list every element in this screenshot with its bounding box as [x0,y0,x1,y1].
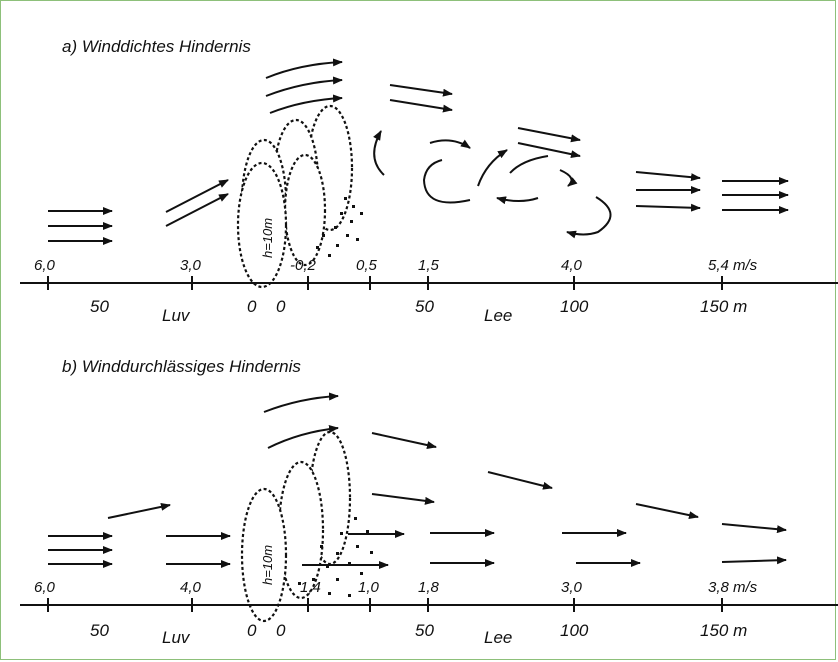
axis-label: 150 m [700,297,747,316]
panel-a-title: a) Winddichtes Hindernis [62,37,251,56]
axis-label: 50 [415,297,434,316]
axis-label: 100 [560,621,589,640]
panel-a-bushes [236,104,354,289]
speed-label: 1,0 [358,579,380,596]
axis-label-luv: Luv [162,306,191,325]
panel-a-axis-labels: 50 Luv 0 0 50 Lee 100 150 m [90,297,747,325]
panel-b-bushes [240,430,352,623]
axis-label: 50 [415,621,434,640]
axis-label: 0 [276,297,286,316]
axis-label: 0 [247,621,257,640]
speed-label: 1,5 [418,257,440,274]
speed-label: 4,0 [180,579,202,596]
axis-label: 100 [560,297,589,316]
axis-label: 150 m [700,621,747,640]
speed-label: 1,8 [418,579,440,596]
speed-label: 3,0 [180,257,202,274]
panel-a-lee-dots [316,197,363,257]
speed-label: 5,4 m/s [708,257,758,274]
panel-b-height-label: h=10m [260,545,275,585]
panel-a-height-label: h=10m [260,218,275,258]
panel-b-ticks [47,598,723,612]
axis-label-lee: Lee [484,306,512,325]
panel-a-speed-labels: 6,0 3,0 -0,2 0,5 1,5 4,0 5,4 m/s [34,257,758,274]
panel-a-wind-arrows [48,58,789,245]
axis-label: 0 [247,297,257,316]
speed-label: 6,0 [34,257,56,274]
speed-label: 3,0 [561,579,583,596]
panel-b-title: b) Winddurchlässiges Hindernis [62,357,301,376]
speed-label: 0,5 [356,257,378,274]
axis-label: 50 [90,297,109,316]
speed-label: 4,0 [561,257,583,274]
speed-label: 1,4 [300,579,321,596]
speed-label: -0,2 [290,257,317,274]
speed-label: 3,8 m/s [708,579,758,596]
axis-label: 50 [90,621,109,640]
panel-b-wind-arrows [48,392,787,569]
speed-label: 6,0 [34,579,56,596]
panel-a-ticks [47,276,723,290]
panel-b-speed-labels: 6,0 4,0 1,4 1,0 1,8 3,0 3,8 m/s [34,579,758,596]
panel-b-axis-labels: 50 Luv 0 0 50 Lee 100 150 m [90,621,747,647]
axis-label-luv: Luv [162,628,191,647]
axis-label: 0 [276,621,286,640]
panel-b-lee-dots [298,517,373,597]
axis-label-lee: Lee [484,628,512,647]
